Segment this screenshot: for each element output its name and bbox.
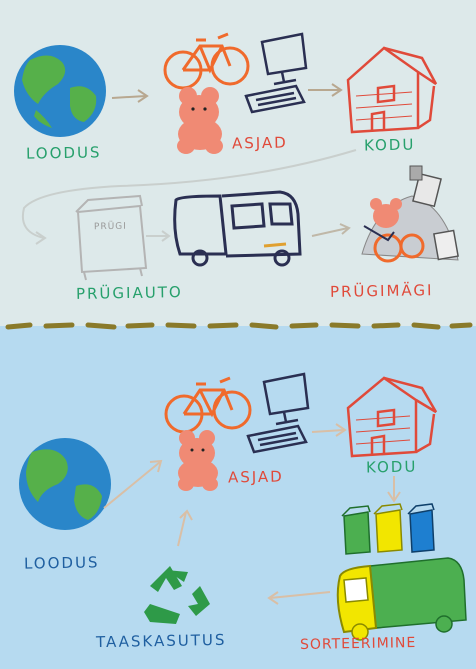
bin-label: PRÜGI bbox=[93, 221, 127, 233]
computer-icon bbox=[244, 32, 308, 114]
landfill-pile-icon bbox=[361, 165, 459, 263]
sorting-bins-icon bbox=[341, 503, 435, 555]
label-garbage-truck: PRÜGIAUTO bbox=[75, 283, 183, 303]
label-nature: LOODUS bbox=[23, 553, 100, 573]
teddy-bear-icon bbox=[177, 87, 223, 154]
arrow-icon bbox=[267, 591, 331, 605]
label-home: KODU bbox=[365, 457, 418, 477]
house-icon bbox=[346, 46, 438, 134]
arrow-icon bbox=[103, 459, 163, 509]
label-sorting: SORTEERIMINE bbox=[299, 634, 417, 654]
label-nature: LOODUS bbox=[25, 143, 102, 163]
arrow-icon bbox=[311, 223, 351, 237]
teddy-bear-icon bbox=[178, 430, 218, 491]
arrow-icon bbox=[146, 230, 171, 242]
computer-icon bbox=[246, 372, 310, 454]
trash-bin-icon bbox=[75, 194, 148, 281]
bicycle-icon bbox=[164, 376, 252, 434]
recycling-truck-icon bbox=[336, 557, 467, 641]
garbage-truck-icon bbox=[173, 190, 302, 267]
label-things: ASJAD bbox=[231, 133, 288, 153]
label-landfill: PRÜGIMÄGI bbox=[329, 281, 434, 301]
recycle-icon bbox=[144, 566, 210, 624]
globe-icon bbox=[19, 438, 111, 530]
bicycle-icon bbox=[163, 32, 250, 90]
arrow-icon bbox=[308, 83, 343, 97]
arrow-icon bbox=[177, 509, 193, 547]
arrow-icon bbox=[387, 476, 401, 503]
label-recycling: TAASKASUTUS bbox=[95, 630, 227, 652]
house-icon bbox=[346, 376, 438, 458]
arrow-icon bbox=[22, 149, 357, 245]
arrow-icon bbox=[111, 89, 149, 103]
arrow-icon bbox=[311, 423, 347, 437]
label-things: ASJAD bbox=[227, 467, 284, 487]
label-home: KODU bbox=[363, 135, 416, 155]
globe-icon bbox=[14, 45, 106, 137]
divider bbox=[5, 322, 473, 330]
